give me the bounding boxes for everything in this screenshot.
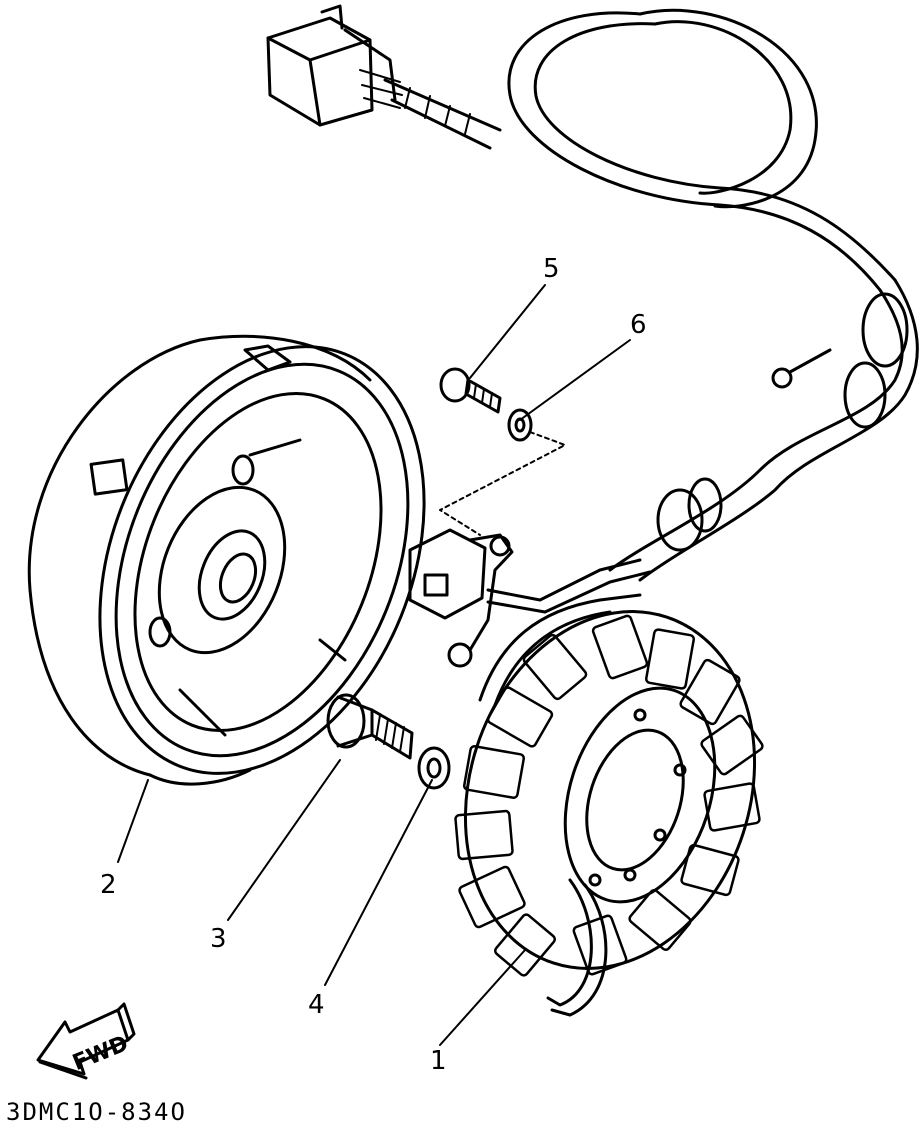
callout-rotor: 2 xyxy=(100,870,117,900)
leader-lines xyxy=(117,284,631,1046)
callout-pickup-bolt: 5 xyxy=(543,254,560,284)
pickup-coil xyxy=(408,528,652,668)
fwd-arrow-icon xyxy=(36,1002,136,1080)
wire-harness xyxy=(383,8,919,582)
callout-washer: 4 xyxy=(308,990,325,1020)
pickup-bolt xyxy=(439,367,502,414)
rotor-flywheel xyxy=(27,334,426,786)
callout-bolt: 3 xyxy=(210,924,227,954)
callout-pickup-washer: 6 xyxy=(630,310,647,340)
assembly-guide-line xyxy=(439,431,566,536)
wire-connector xyxy=(266,4,403,127)
callout-stator: 1 xyxy=(430,1046,447,1076)
rotor-washer xyxy=(417,746,451,790)
stator-coil xyxy=(454,593,764,1017)
rotor-bolt xyxy=(326,693,414,760)
figure-code: 3DMC1O-834O xyxy=(6,1098,187,1126)
